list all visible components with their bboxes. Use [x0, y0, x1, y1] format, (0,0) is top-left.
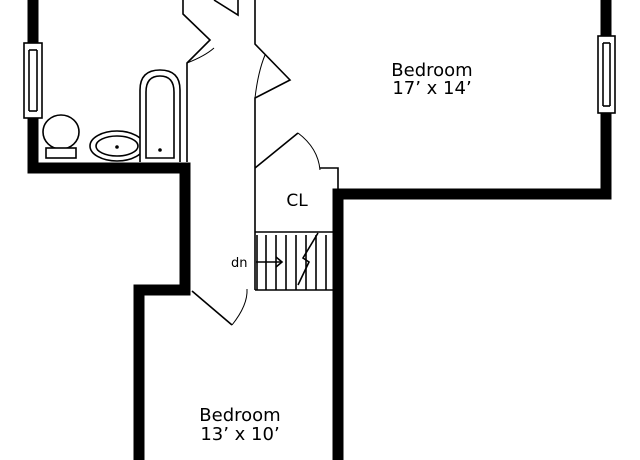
- bedroom-door-swing: [254, 54, 266, 99]
- closet-wall: [255, 167, 339, 233]
- bedroom-2-name: Bedroom: [199, 405, 280, 426]
- west-wall: [27, 0, 191, 460]
- lower-bedroom-door: [191, 288, 248, 326]
- bath-door-top: [213, 0, 239, 17]
- arrow-icon: [275, 256, 284, 268]
- closet: CL: [254, 132, 339, 233]
- sink: [89, 130, 145, 162]
- door-swing: [231, 288, 248, 326]
- stairs-direction-label: dn: [231, 256, 248, 271]
- hall: [182, 0, 292, 290]
- bathtub: [139, 69, 181, 162]
- bath-door-swing: [186, 47, 215, 64]
- hall-east-wall: [254, 0, 292, 290]
- closet-door: [254, 132, 299, 169]
- door-leaf: [191, 290, 233, 326]
- toilet: [42, 114, 80, 159]
- stairs: dn: [231, 232, 338, 291]
- stair-break-line: [297, 232, 319, 286]
- bedroom-2-dimensions: 13’ x 10’: [200, 424, 279, 445]
- bathroom-window: [23, 42, 43, 119]
- closet-door-swing: [297, 132, 321, 171]
- hall-west-wall: [182, 0, 212, 162]
- bedroom-window: [597, 35, 616, 114]
- bedroom-1-name: Bedroom: [391, 60, 472, 81]
- closet-label: CL: [286, 191, 308, 211]
- bedroom-1-dimensions: 17’ x 14’: [392, 78, 471, 99]
